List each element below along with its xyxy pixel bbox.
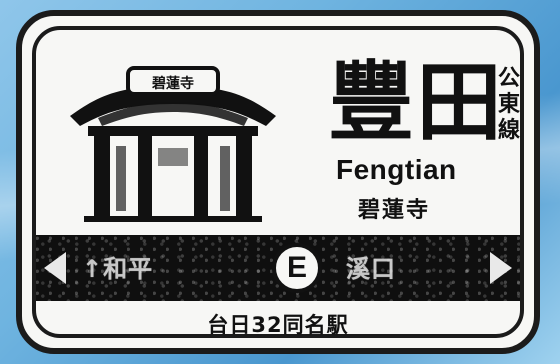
temple-gate-icon: 碧蓮寺: [70, 66, 276, 222]
station-subtitle: 碧蓮寺: [358, 198, 431, 223]
footer-label: 台日32同名駅: [207, 312, 349, 337]
gate-plaque-text: 碧蓮寺: [151, 75, 194, 92]
station-name: 豐田: [328, 52, 504, 153]
side-label-char-1: 公: [497, 66, 520, 91]
station-code-badge: E: [272, 243, 322, 293]
route-band: ↑和平 E 溪口: [36, 235, 520, 301]
stamp-top-panel: 碧蓮寺 豐田 Fengtian 碧蓮寺 公 東 線: [36, 30, 520, 235]
arrow-left-icon: [44, 252, 66, 284]
band-left-text: ↑和平: [82, 255, 154, 283]
station-stamp: 碧蓮寺 豐田 Fengtian 碧蓮寺 公 東 線 ↑和平 E: [16, 10, 540, 354]
side-label-char-3: 線: [497, 118, 520, 143]
band-right-text: 溪口: [346, 255, 396, 283]
station-code: E: [286, 251, 307, 284]
side-vertical-label: 公 東 線: [494, 66, 524, 144]
side-label-char-2: 東: [497, 92, 520, 117]
stamp-inner-frame: [32, 26, 524, 338]
arrow-right-icon: [490, 252, 512, 284]
station-romaji: Fengtian: [336, 154, 457, 185]
